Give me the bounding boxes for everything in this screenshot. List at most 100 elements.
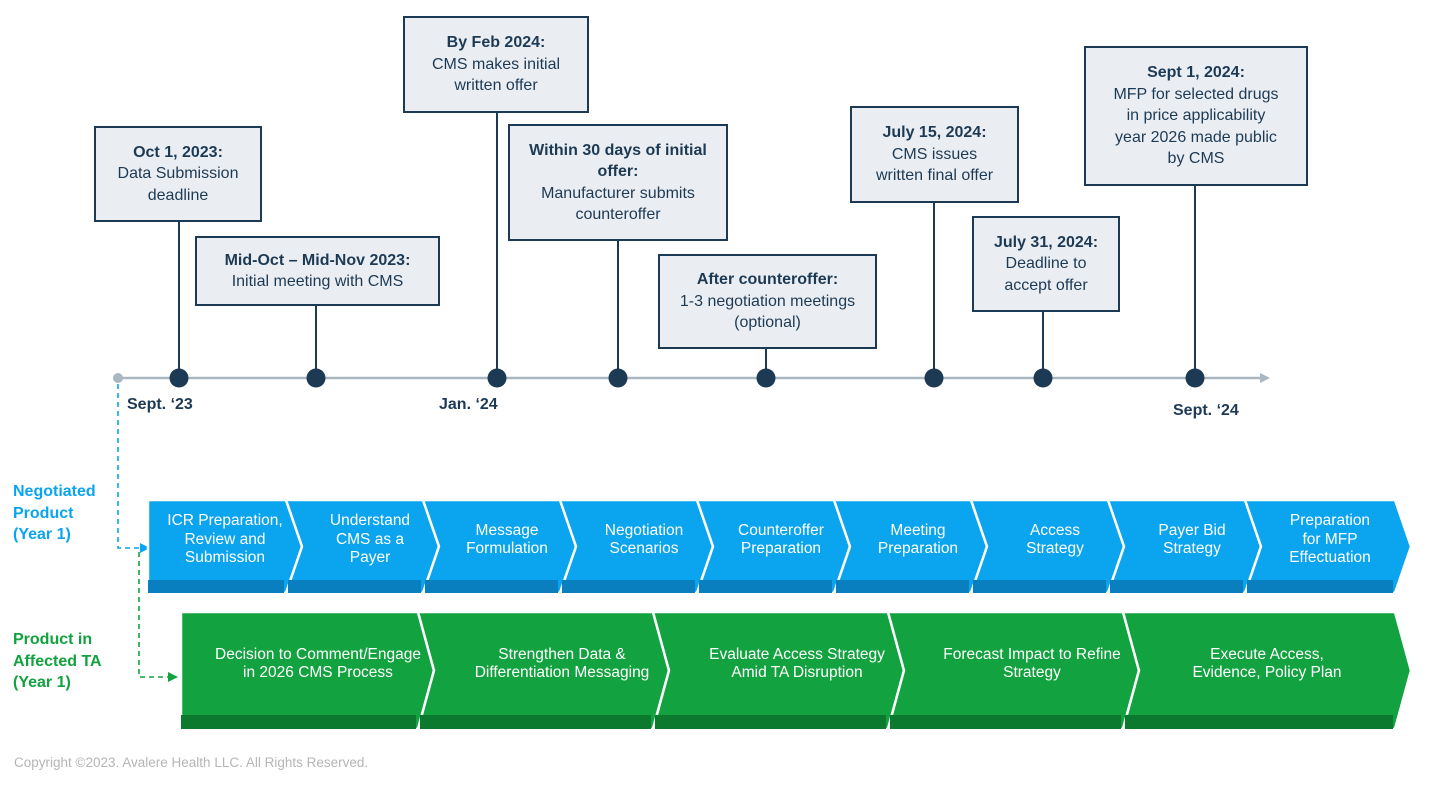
step-line: Payer [349,549,391,567]
step-line: Access [1030,521,1080,539]
milestone-dot [306,368,326,388]
step-line: Execute Access, [1210,645,1324,663]
dashed-connector-negotiated [117,384,140,549]
step-line: Strategy [1026,540,1084,557]
affected-chevron-shadow [655,715,886,729]
affected-ta-label: Product in Affected TA (Year 1) [13,629,102,694]
step-line: Message [475,521,539,539]
milestone-text: Deadline to [1005,255,1087,273]
milestone-text: Manufacturer submits [541,184,695,202]
milestone-text: counteroffer [575,206,661,223]
step-line: Preparation [740,540,822,557]
milestone-box-mid-oct-2023: Mid-Oct – Mid-Nov 2023: Initial meeting … [195,236,440,306]
milestone-text: accept offer [1004,276,1088,294]
dashed-arrowhead-negotiated [140,543,150,553]
milestone-dot [756,368,776,388]
negotiated-chevron-shadow [425,580,558,593]
affected-chevron-shadow [420,715,651,729]
side-label-line: Affected TA [13,652,102,670]
negotiated-chevron-shadow [148,580,284,593]
milestone-title: After counteroffer: [696,271,839,289]
milestone-box-jul-31-2024: July 31, 2024: Deadline to accept offer [972,216,1120,312]
milestone-text: in price applicability [1126,107,1266,125]
side-label-line: (Year 1) [13,526,71,543]
milestone-dot [1033,368,1053,388]
milestone-text: written offer [454,77,538,95]
axis-label-sept-23: Sept. ‘23 [127,396,193,413]
step-line: Submission [184,549,266,567]
step-line: Evaluate Access Strategy [709,645,885,663]
milestone-dot [608,368,628,388]
milestone-title: Within 30 days of initial offer: [529,141,707,181]
milestone-text: year 2026 made public [1115,128,1277,146]
affected-chevron-shadow [890,715,1121,729]
step-line: Differentiation Messaging [474,664,650,681]
milestone-dot [487,368,507,388]
milestone-text: Initial meeting with CMS [231,273,404,290]
affected-step-label: Strengthen Data &Differentiation Messagi… [453,612,671,716]
milestone-dot [1185,368,1205,388]
negotiated-chevron-shadow [1110,580,1243,593]
step-line: Decision to Comment/Engage [215,645,421,663]
milestone-text: CMS makes initial [431,55,561,73]
side-label-line: Negotiated [13,483,96,500]
milestone-title: Mid-Oct – Mid-Nov 2023: [224,251,411,269]
milestone-title: July 31, 2024: [993,233,1099,251]
side-label-line: (Year 1) [13,674,71,691]
negotiated-chevron-shadow [288,580,421,593]
milestone-text: (optional) [734,314,801,332]
milestone-box-sep-2024: Sept 1, 2024: MFP for selected drugs in … [1084,46,1308,186]
step-line: Preparation [1289,512,1371,530]
milestone-box-oct-2023: Oct 1, 2023: Data Submission deadline [94,126,262,222]
step-line: Strategy [1003,664,1061,681]
dashed-connector-affected [138,552,168,678]
negotiated-chevron-shadow [699,580,832,593]
axis-label-jan-24: Jan. ‘24 [439,396,498,413]
affected-ta-band [179,610,1413,731]
step-line: Effectuation [1289,549,1371,567]
milestone-dots [169,368,1205,388]
dashed-arrowhead-affected [168,672,178,682]
step-line: Understand [329,512,411,530]
step-line: Forecast Impact to Refine [943,645,1121,663]
step-line: Strengthen Data & [498,645,626,663]
milestone-stems [178,113,1196,378]
negotiated-chevron [1243,498,1413,595]
milestone-text: CMS issues [891,145,978,163]
affected-chevron [1121,610,1413,731]
step-line: Meeting [890,521,946,539]
step-line: Scenarios [609,540,679,557]
side-label-line: Product [13,504,74,522]
milestone-text: written final offer [875,167,994,185]
step-line: Evidence, Policy Plan [1192,664,1342,681]
step-line: Counteroffer [738,521,824,539]
affected-step-label: Execute Access,Evidence, Policy Plan [1158,612,1376,716]
negotiated-chevron-shadow [836,580,969,593]
step-line: Payer Bid [1158,521,1226,539]
milestone-title: Sept 1, 2024: [1147,64,1245,82]
copyright-notice: Copyright ©2023. Avalere Health LLC. All… [14,755,369,770]
step-line: Review and [184,530,266,548]
negotiated-chevron-shadow [1247,580,1393,593]
milestone-title: Oct 1, 2023: [133,143,223,161]
affected-chevron-shadow [1125,715,1393,729]
milestone-box-after-counteroffer: After counteroffer: 1-3 negotiation meet… [658,254,877,349]
milestone-title: By Feb 2024: [446,34,546,52]
timeline-start-dot [113,373,123,383]
step-line: Amid TA Disruption [731,664,863,681]
milestone-box-feb-2024: By Feb 2024: CMS makes initial written o… [403,16,589,113]
affected-chevron-shadow [181,715,416,729]
step-line: in 2026 CMS Process [243,664,393,681]
milestone-text: 1-3 negotiation meetings [679,292,856,310]
